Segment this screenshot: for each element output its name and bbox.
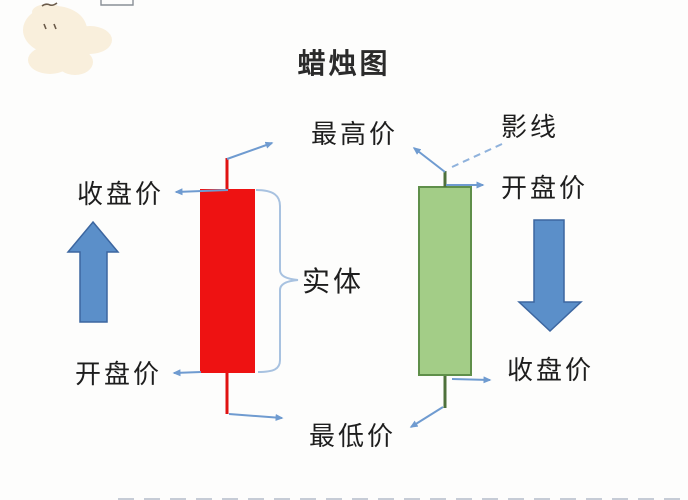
label-bearish-close: 收盘价 — [507, 356, 595, 386]
label-bullish-open: 开盘价 — [75, 360, 163, 390]
scribble-mark-top — [41, 2, 58, 7]
arrow-highest-from-red — [226, 141, 274, 160]
bearish-candle-body — [418, 186, 472, 376]
label-bullish-close: 收盘价 — [77, 180, 165, 210]
corner-rect-artifact — [100, 0, 134, 6]
arrow-close-right — [451, 376, 492, 384]
real-body-brace — [255, 189, 299, 373]
arrow-lowest-from-red — [228, 413, 284, 422]
scribble-mark-bottom — [43, 23, 57, 30]
page-title: 蜡烛图 — [297, 47, 391, 80]
up-trend-block-arrow — [66, 220, 120, 323]
label-bearish-open: 开盘价 — [501, 174, 589, 204]
label-lowest-price: 最低价 — [309, 422, 397, 452]
arrow-open-left — [172, 369, 202, 377]
arrow-highest-from-green — [412, 147, 446, 173]
label-shadow-line: 影线 — [501, 113, 560, 143]
arrow-lowest-from-green — [409, 406, 444, 428]
bullish-candle-body — [200, 189, 255, 373]
shadow-dashed-line — [451, 143, 503, 168]
label-real-body: 实体 — [302, 265, 365, 298]
down-trend-block-arrow — [517, 219, 583, 333]
label-highest-price: 最高价 — [311, 120, 399, 150]
